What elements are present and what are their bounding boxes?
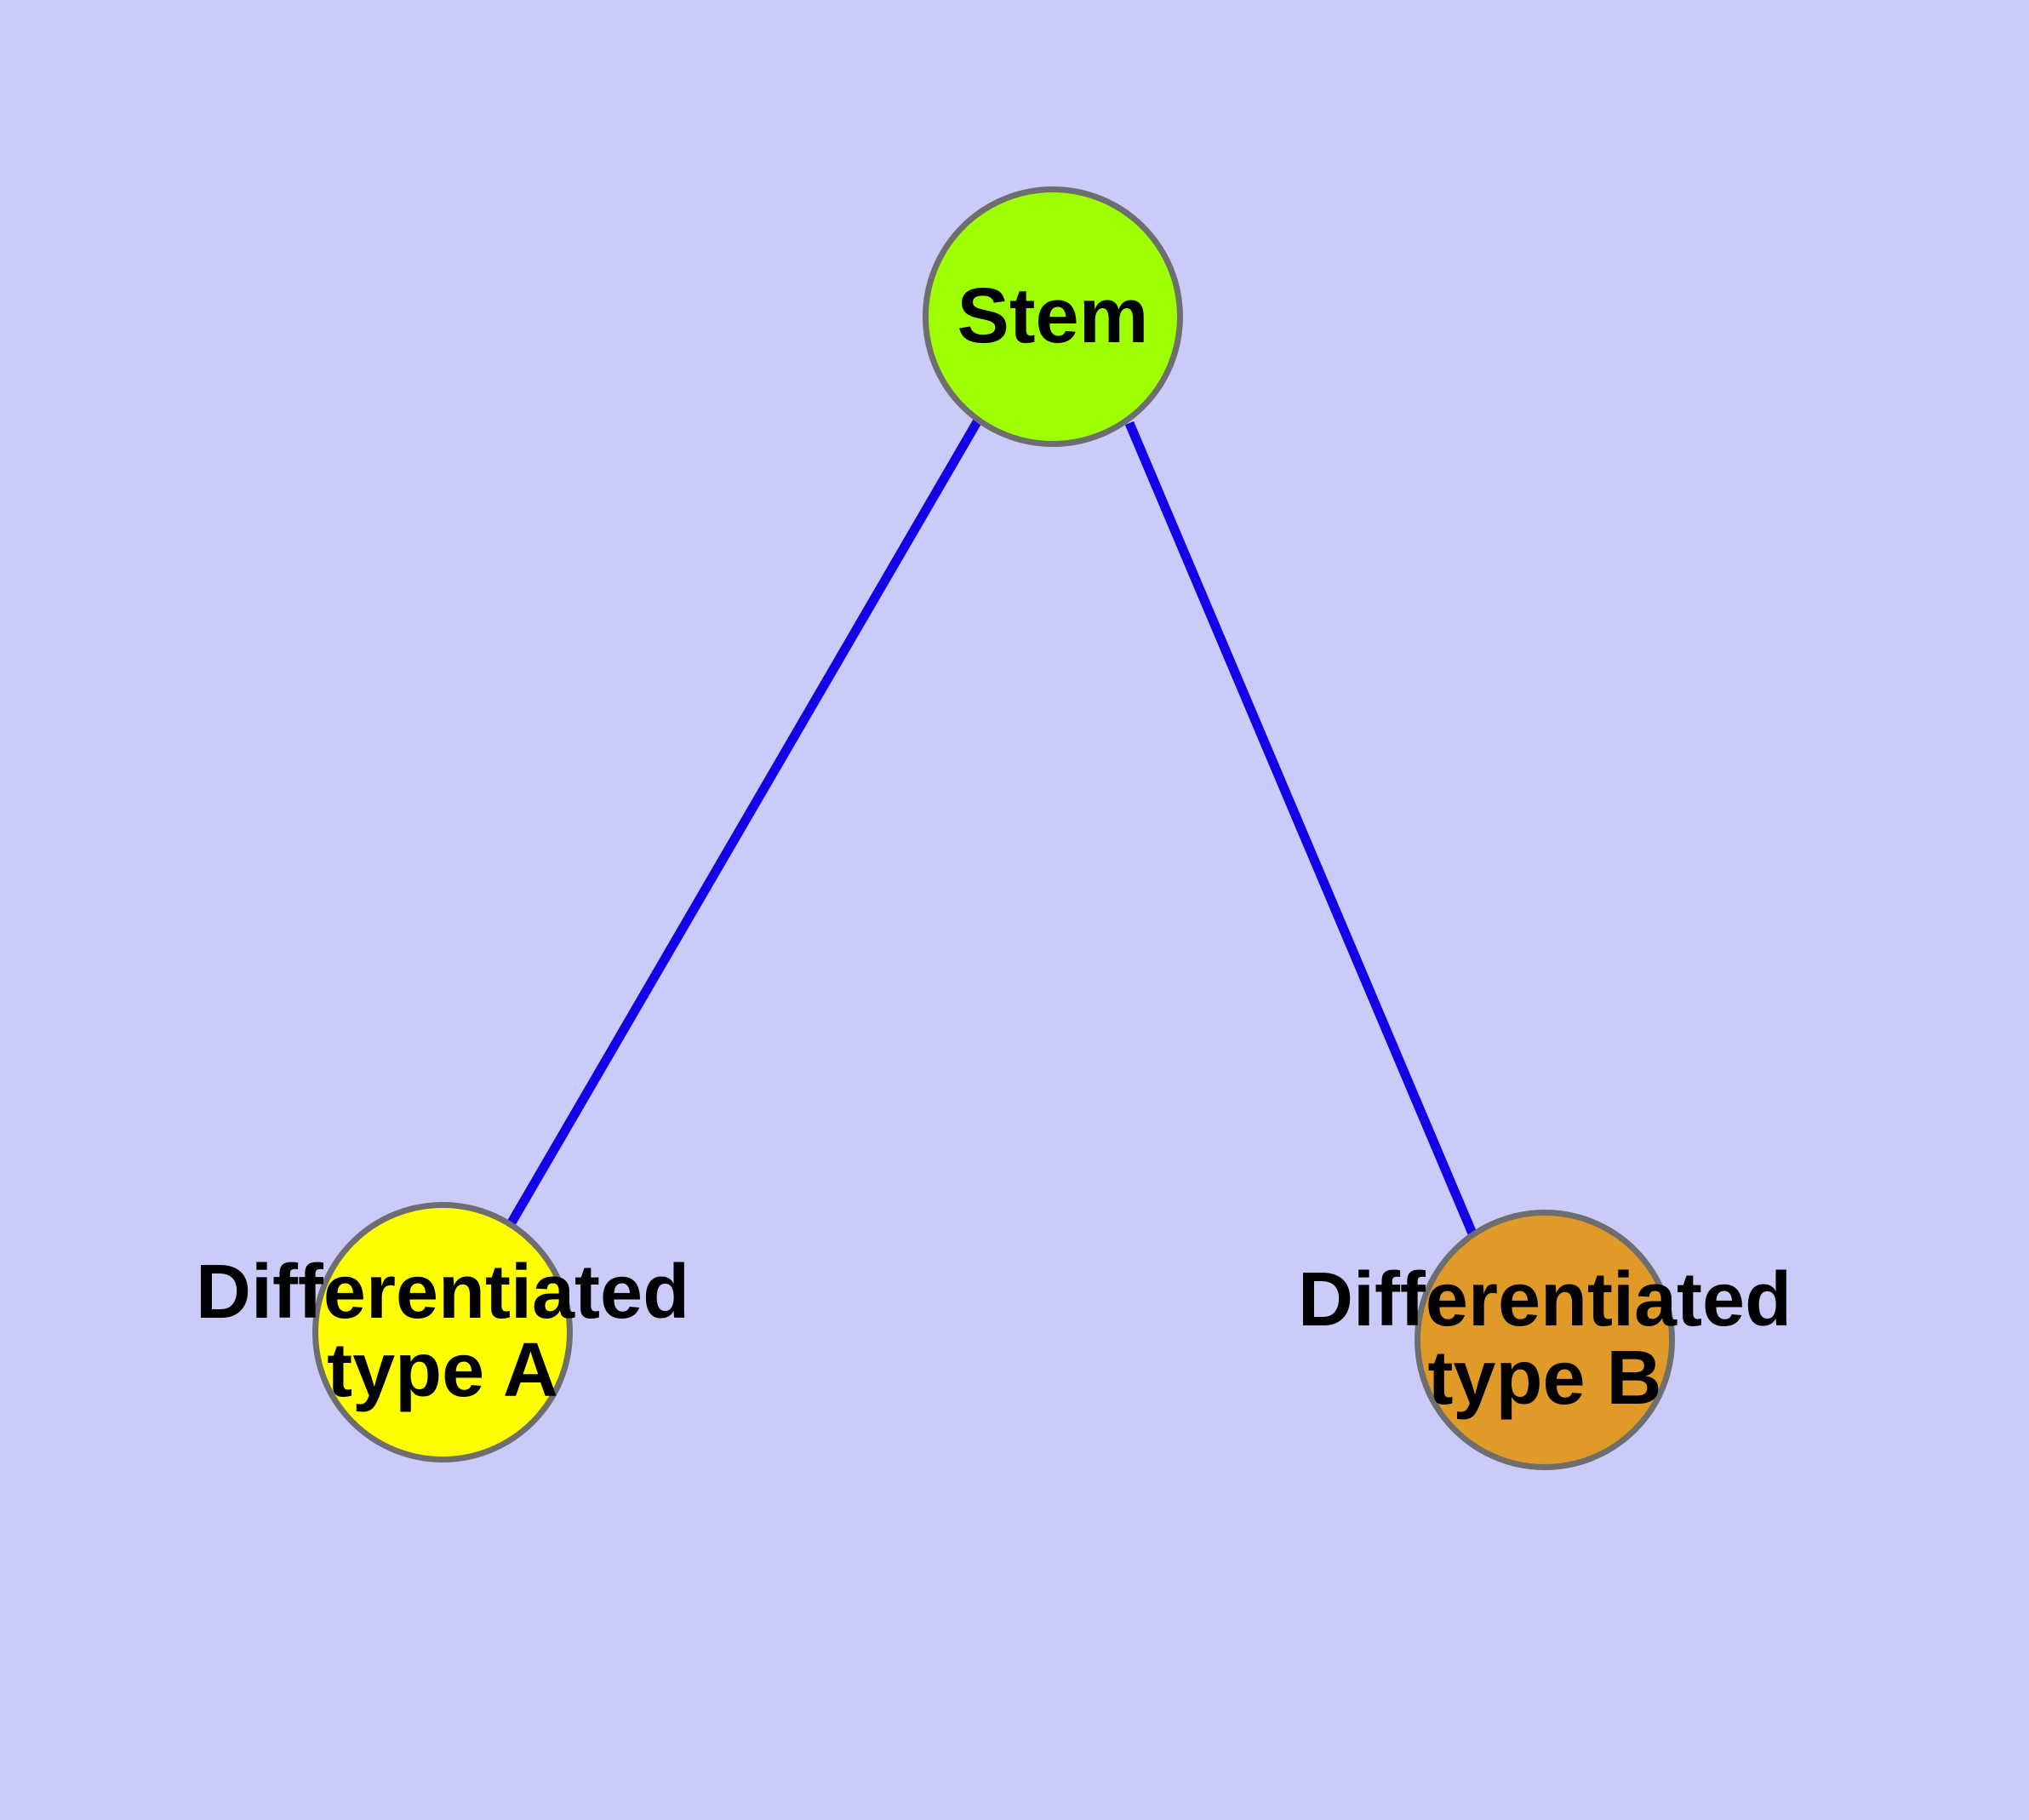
- node-differentiated-type-a[interactable]: Differentiated type A: [196, 1202, 689, 1462]
- edge-stem-to-differentiated-type-a[interactable]: [506, 418, 982, 1227]
- edge-stem-to-differentiated-type-b[interactable]: [1124, 421, 1477, 1236]
- node-stem-label: Stem: [957, 272, 1149, 360]
- node-stem[interactable]: Stem: [923, 186, 1183, 447]
- node-differentiated-type-b[interactable]: Differentiated type B: [1298, 1210, 1792, 1470]
